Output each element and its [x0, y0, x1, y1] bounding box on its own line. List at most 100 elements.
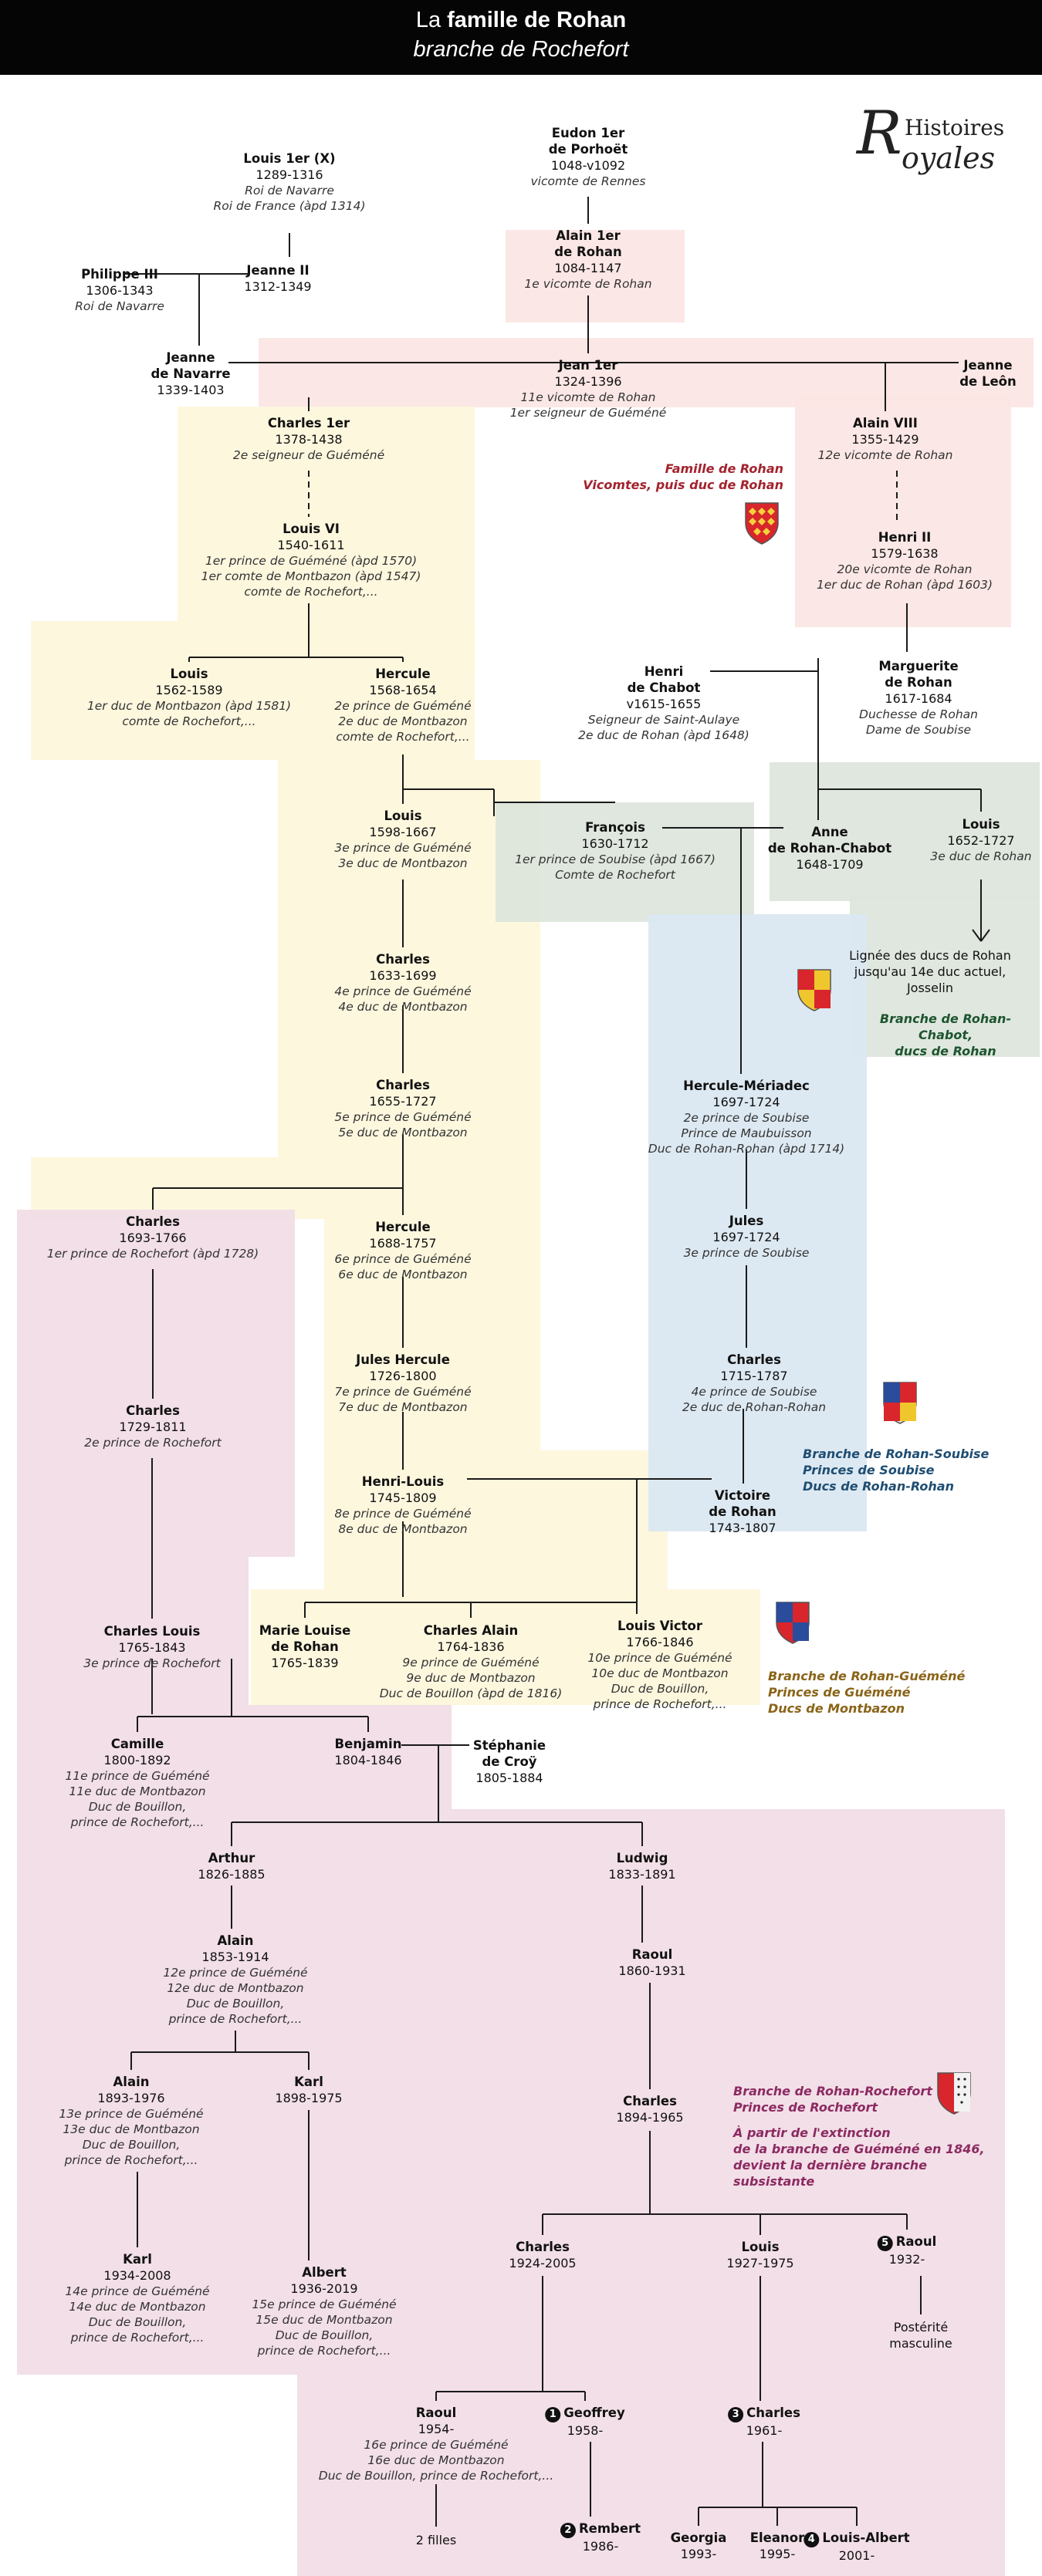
person-dates: 1617-1684	[885, 691, 952, 706]
person-title: 4e prince de Guéméné	[334, 984, 472, 998]
person-dates: 1765-1843	[118, 1640, 186, 1655]
person-title: 15e duc de Montbazon	[255, 2313, 393, 2327]
note-posterite: Postérité masculine	[889, 2319, 952, 2351]
person-name: Alain VIII	[853, 416, 918, 430]
number-badge-icon: 3	[728, 2407, 744, 2422]
connector-line	[980, 929, 990, 942]
person-dates: 1853-1914	[201, 1950, 269, 1964]
branch-zone-12	[850, 895, 1040, 1057]
branch-zone-9	[251, 1589, 760, 1705]
person-title: Duc de Bouillon,	[88, 1800, 187, 1814]
person-title: Duc de Bouillon,	[88, 2315, 187, 2329]
person-name: Charles	[376, 1078, 430, 1092]
person-dates: 1568-1654	[369, 683, 437, 697]
person-title: 1er prince de Guéméné (àpd 1570)	[205, 554, 418, 568]
person-title: 3e prince de Soubise	[683, 1246, 810, 1260]
label-guemene-line1: Branche de Rohan-Guéméné	[768, 1669, 966, 1683]
branch-zone-7	[324, 1219, 540, 1466]
person-dates: 1800-1892	[103, 1753, 171, 1767]
person-dates: 1932-	[888, 2252, 925, 2267]
person-dates: 1289-1316	[255, 167, 323, 182]
person-title: 7e duc de Montbazon	[338, 1400, 468, 1414]
person-dates: 1927-1975	[726, 2256, 794, 2270]
person-dates: 1743-1807	[709, 1521, 776, 1535]
label-rohan-chabot: Branche de Rohan-Chabot, ducs de Rohan	[853, 1011, 1038, 1059]
person-name: Henri II	[878, 530, 932, 545]
person-title: 6e prince de Guéméné	[334, 1252, 472, 1266]
person-name: Jeanne II	[246, 263, 310, 278]
person-title: 20e vicomte de Rohan	[837, 562, 973, 576]
person-name: Georgia	[670, 2530, 727, 2545]
branch-zone-8	[324, 1450, 668, 1605]
person-title: Duc de Bouillon,	[82, 2138, 181, 2152]
branch-zone-14	[17, 1210, 295, 1557]
person-dates: 1048-v1092	[550, 158, 626, 173]
person-title: 4e duc de Montbazon	[338, 1000, 468, 1014]
person-title: 3e duc de Montbazon	[338, 856, 468, 870]
person-name: Benjamin	[334, 1737, 402, 1751]
person-name: Louis	[384, 809, 422, 823]
person-title: Duchesse de Rohan	[859, 707, 978, 721]
person-title: prince de Rochefort,...	[257, 2344, 391, 2358]
person-title: 2e duc de Rohan-Rohan	[682, 1400, 827, 1414]
person-name: Charles	[126, 1403, 180, 1418]
person-title: comte de Rochefort,...	[122, 714, 256, 728]
person-dates: 1598-1667	[369, 825, 437, 839]
person-dates: 1378-1438	[275, 432, 343, 447]
person-title: Dame de Soubise	[865, 723, 972, 737]
person-title: vicomte de Rennes	[530, 174, 646, 188]
person-name: Louis VI	[282, 522, 340, 536]
person-title: Comte de Rochefort	[555, 868, 675, 882]
person-dates: 1540-1611	[277, 538, 345, 552]
title-prefix: La	[415, 8, 448, 32]
person-title: 1e vicomte de Rohan	[524, 277, 652, 291]
person-title: prince de Rochefort,...	[168, 2012, 303, 2026]
person-title: 10e duc de Montbazon	[591, 1666, 729, 1680]
person-name: Jean 1er	[558, 358, 618, 373]
person-name: François	[585, 820, 645, 835]
note-filles-text: 2 filles	[415, 2533, 457, 2547]
person-title: Duc de Bouillon, prince de Rochefort,...	[318, 2469, 554, 2483]
person-dates: 1697-1724	[712, 1095, 780, 1109]
rohan-coat-of-arms-icon	[745, 502, 779, 545]
person-title: 1er prince de Soubise (àpd 1667)	[515, 852, 716, 866]
person-title: 14e prince de Guéméné	[65, 2284, 210, 2298]
person-name: Louis 1er (X)	[243, 151, 336, 166]
page-header: La famille de Rohan branche de Rochefort	[0, 0, 1042, 75]
person-title: Duc de Bouillon,	[611, 1682, 709, 1696]
person-dates: 1355-1429	[851, 432, 919, 447]
person-title: 15e prince de Guéméné	[252, 2297, 397, 2311]
person-title: 6e duc de Montbazon	[338, 1268, 468, 1281]
label-rochefort-note1: À partir de l'extinction	[733, 2125, 891, 2140]
branch-zone-0	[506, 230, 685, 322]
person-title: 10e prince de Guéméné	[587, 1651, 732, 1665]
person-title: 2e duc de Montbazon	[338, 714, 468, 728]
person-title: 16e prince de Guéméné	[364, 2438, 509, 2452]
person-dates: 1995-	[759, 2547, 796, 2561]
person-name: Alain	[113, 2075, 150, 2089]
